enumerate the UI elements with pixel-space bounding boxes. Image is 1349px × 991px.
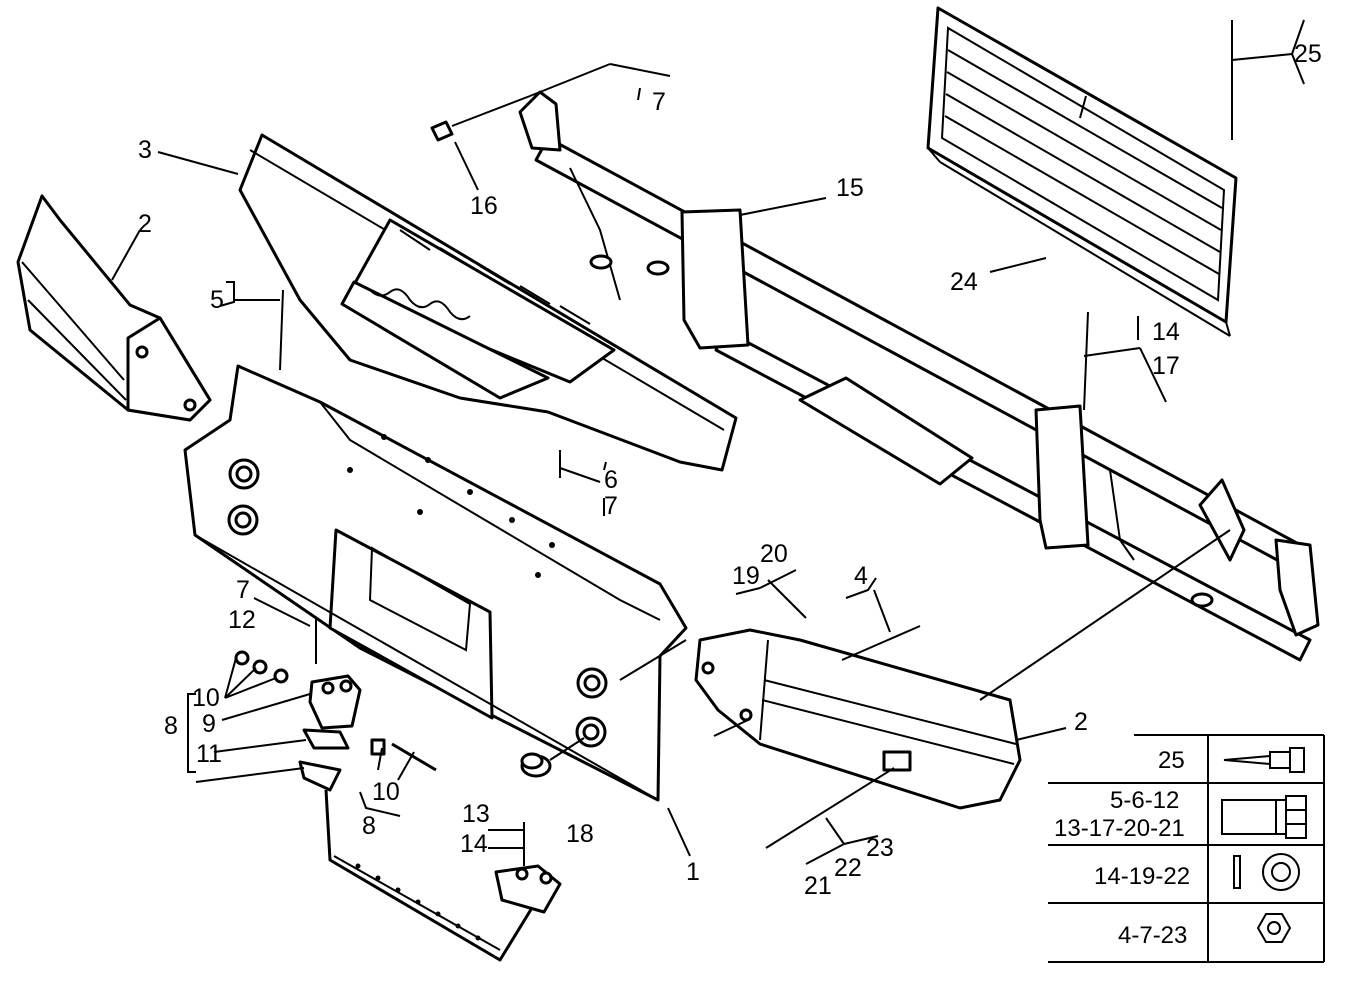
callout-19: 19 [732, 562, 760, 590]
callout-1: 1 [686, 858, 700, 886]
callout-14-low: 14 [460, 830, 488, 858]
grille-panel [926, 6, 1238, 337]
legend-row-3-label: 14-19-22 [1094, 863, 1190, 890]
legend-row-1-label: 25 [1158, 747, 1185, 774]
right-corner-cap [694, 628, 1022, 810]
callout-10-b: 10 [372, 778, 400, 806]
callout-17: 17 [1152, 352, 1180, 380]
main-bumper-panel [183, 364, 688, 802]
callout-11: 11 [196, 740, 222, 768]
callout-7-top: 7 [652, 88, 666, 116]
callout-22: 22 [834, 854, 862, 882]
upper-step-cover [238, 133, 738, 472]
callout-21: 21 [804, 872, 832, 900]
callout-24: 24 [950, 268, 978, 296]
plug-cap [520, 752, 552, 778]
fastener-legend: 25 5-6-12 13-17-20-21 14-19-22 4-7-23 [1048, 734, 1325, 963]
callout-18: 18 [566, 820, 594, 848]
callout-9: 9 [202, 710, 216, 738]
left-corner-cap [16, 194, 212, 422]
callout-3: 3 [138, 136, 152, 164]
step-bracket-assembly [234, 650, 562, 962]
callout-7-mid: 7 [604, 492, 618, 520]
legend-row-2-label-1: 5-6-12 [1110, 787, 1179, 814]
callout-4: 4 [854, 562, 868, 590]
callout-6: 6 [604, 466, 618, 494]
washer-icon [1233, 853, 1300, 891]
callouts: 3 2 5 7 16 15 25 24 14 17 6 7 20 19 4 7 … [138, 40, 1322, 900]
leader-lines [111, 19, 1305, 866]
callout-2-right: 2 [1074, 708, 1088, 736]
callout-15: 15 [836, 174, 864, 202]
callout-8-low: 8 [362, 812, 376, 840]
callout-20: 20 [760, 540, 788, 568]
callout-23: 23 [866, 834, 894, 862]
bolt-icon [1221, 795, 1307, 839]
callout-14-right: 14 [1152, 318, 1180, 346]
callout-2-left: 2 [138, 210, 152, 238]
hex-nut-icon [1256, 913, 1292, 943]
callout-8-left: 8 [164, 712, 178, 740]
callout-25: 25 [1294, 40, 1322, 68]
callout-13: 13 [462, 800, 490, 828]
callout-10-a: 10 [192, 684, 220, 712]
callout-5: 5 [210, 286, 224, 314]
clip-16 [430, 120, 454, 142]
rivet-icon [1223, 747, 1305, 773]
legend-row-2-label-2: 13-17-20-21 [1054, 815, 1185, 842]
callout-7-left: 7 [236, 576, 250, 604]
legend-row-4-label: 4-7-23 [1118, 922, 1187, 949]
callout-16: 16 [470, 192, 498, 220]
callout-12: 12 [228, 606, 256, 634]
